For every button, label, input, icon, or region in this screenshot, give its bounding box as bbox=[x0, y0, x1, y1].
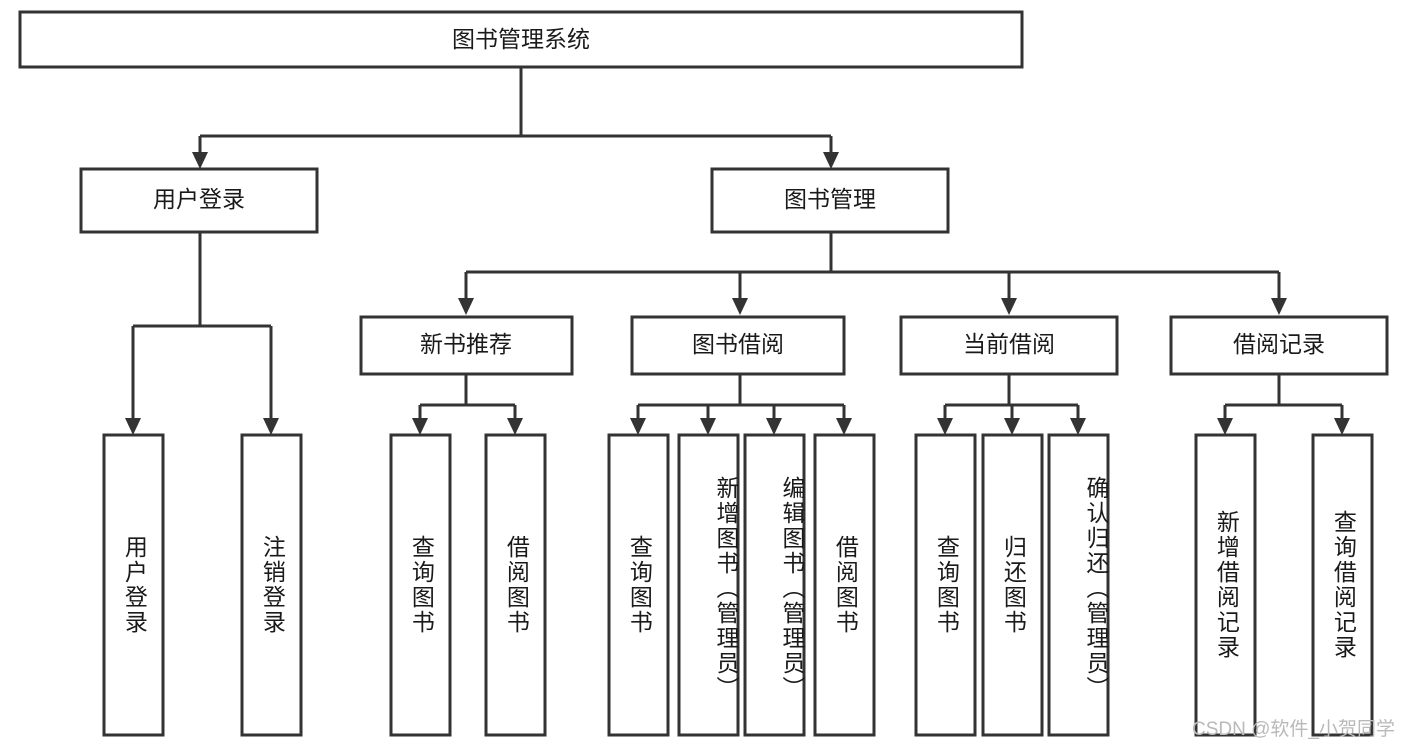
node-leaf-13-box[interactable] bbox=[1311, 433, 1374, 737]
node-leaf-7-box[interactable] bbox=[743, 433, 806, 737]
node-newbook-box[interactable] bbox=[359, 315, 574, 376]
arrowhead-leaf-5 bbox=[630, 418, 646, 435]
arrowhead-leaf-4 bbox=[507, 418, 523, 435]
leaf-boxes bbox=[102, 433, 1374, 737]
arrowhead-leaf-2 bbox=[263, 418, 279, 435]
node-bookmgmt-box[interactable] bbox=[710, 167, 950, 234]
node-login-box[interactable] bbox=[79, 167, 319, 234]
arrowhead-current bbox=[1001, 298, 1017, 315]
node-current[interactable]: 当前借阅 bbox=[899, 315, 1119, 376]
node-current-box[interactable] bbox=[899, 315, 1119, 376]
arrowhead-leaf-9 bbox=[937, 418, 953, 435]
node-borrow-label: 图书借阅 bbox=[692, 331, 784, 357]
arrowhead-borrow bbox=[732, 298, 748, 315]
node-newbook[interactable]: 新书推荐 bbox=[359, 315, 574, 376]
node-records[interactable]: 借阅记录 bbox=[1169, 315, 1389, 376]
node-login-label: 用户登录 bbox=[153, 186, 245, 212]
node-records-label: 借阅记录 bbox=[1233, 331, 1325, 357]
node-login[interactable]: 用户登录 bbox=[79, 167, 319, 234]
connector-group-root bbox=[192, 67, 839, 169]
arrowhead-leaf-7 bbox=[766, 418, 782, 435]
connector-group-current bbox=[937, 374, 1086, 435]
arrowhead-newbook bbox=[458, 298, 474, 315]
node-root-label: 图书管理系统 bbox=[452, 26, 590, 52]
node-root[interactable]: 图书管理系统 bbox=[18, 10, 1024, 69]
node-leaf-8-box[interactable] bbox=[813, 433, 876, 737]
node-leaf-5-box[interactable] bbox=[607, 433, 670, 737]
node-borrow-box[interactable] bbox=[630, 315, 846, 376]
arrowhead-leaf-11 bbox=[1070, 418, 1086, 435]
node-leaf-11-box[interactable] bbox=[1047, 433, 1110, 737]
node-leaf-2-box[interactable] bbox=[240, 433, 303, 737]
connector-group-newbook bbox=[412, 374, 523, 435]
arrowhead-leaf-13 bbox=[1334, 418, 1350, 435]
connector-group-borrow bbox=[630, 374, 852, 435]
node-leaf-9-box[interactable] bbox=[914, 433, 977, 737]
node-leaf-12-box[interactable] bbox=[1194, 433, 1257, 737]
csdn-watermark: CSDN @软件_小贺同学 bbox=[1192, 719, 1395, 740]
node-leaf-6-box[interactable] bbox=[677, 433, 740, 737]
node-root-box[interactable] bbox=[18, 10, 1024, 69]
node-bookmgmt[interactable]: 图书管理 bbox=[710, 167, 950, 234]
arrowhead-leaf-12 bbox=[1217, 418, 1233, 435]
arrowhead-records bbox=[1271, 298, 1287, 315]
connector-group-records bbox=[1217, 374, 1350, 435]
arrowhead-leaf-8 bbox=[836, 418, 852, 435]
connector-group-login bbox=[125, 232, 279, 435]
node-current-label: 当前借阅 bbox=[963, 331, 1055, 357]
node-leaf-3-box[interactable] bbox=[389, 433, 452, 737]
node-records-box[interactable] bbox=[1169, 315, 1389, 376]
arrowhead-leaf-3 bbox=[412, 418, 428, 435]
node-newbook-label: 新书推荐 bbox=[420, 331, 512, 357]
node-leaf-1-box[interactable] bbox=[102, 433, 165, 737]
node-leaf-10-box[interactable] bbox=[981, 433, 1044, 737]
node-bookmgmt-label: 图书管理 bbox=[784, 186, 876, 212]
arrowhead-leaf-10 bbox=[1004, 418, 1020, 435]
node-leaf-4-box[interactable] bbox=[484, 433, 547, 737]
arrowhead-leaf-6 bbox=[700, 418, 716, 435]
connector-group-bookmgmt bbox=[458, 232, 1287, 315]
arrowhead-login bbox=[192, 152, 208, 169]
arrowhead-leaf-1 bbox=[125, 418, 141, 435]
node-borrow[interactable]: 图书借阅 bbox=[630, 315, 846, 376]
arrowhead-bookmgmt bbox=[823, 152, 839, 169]
